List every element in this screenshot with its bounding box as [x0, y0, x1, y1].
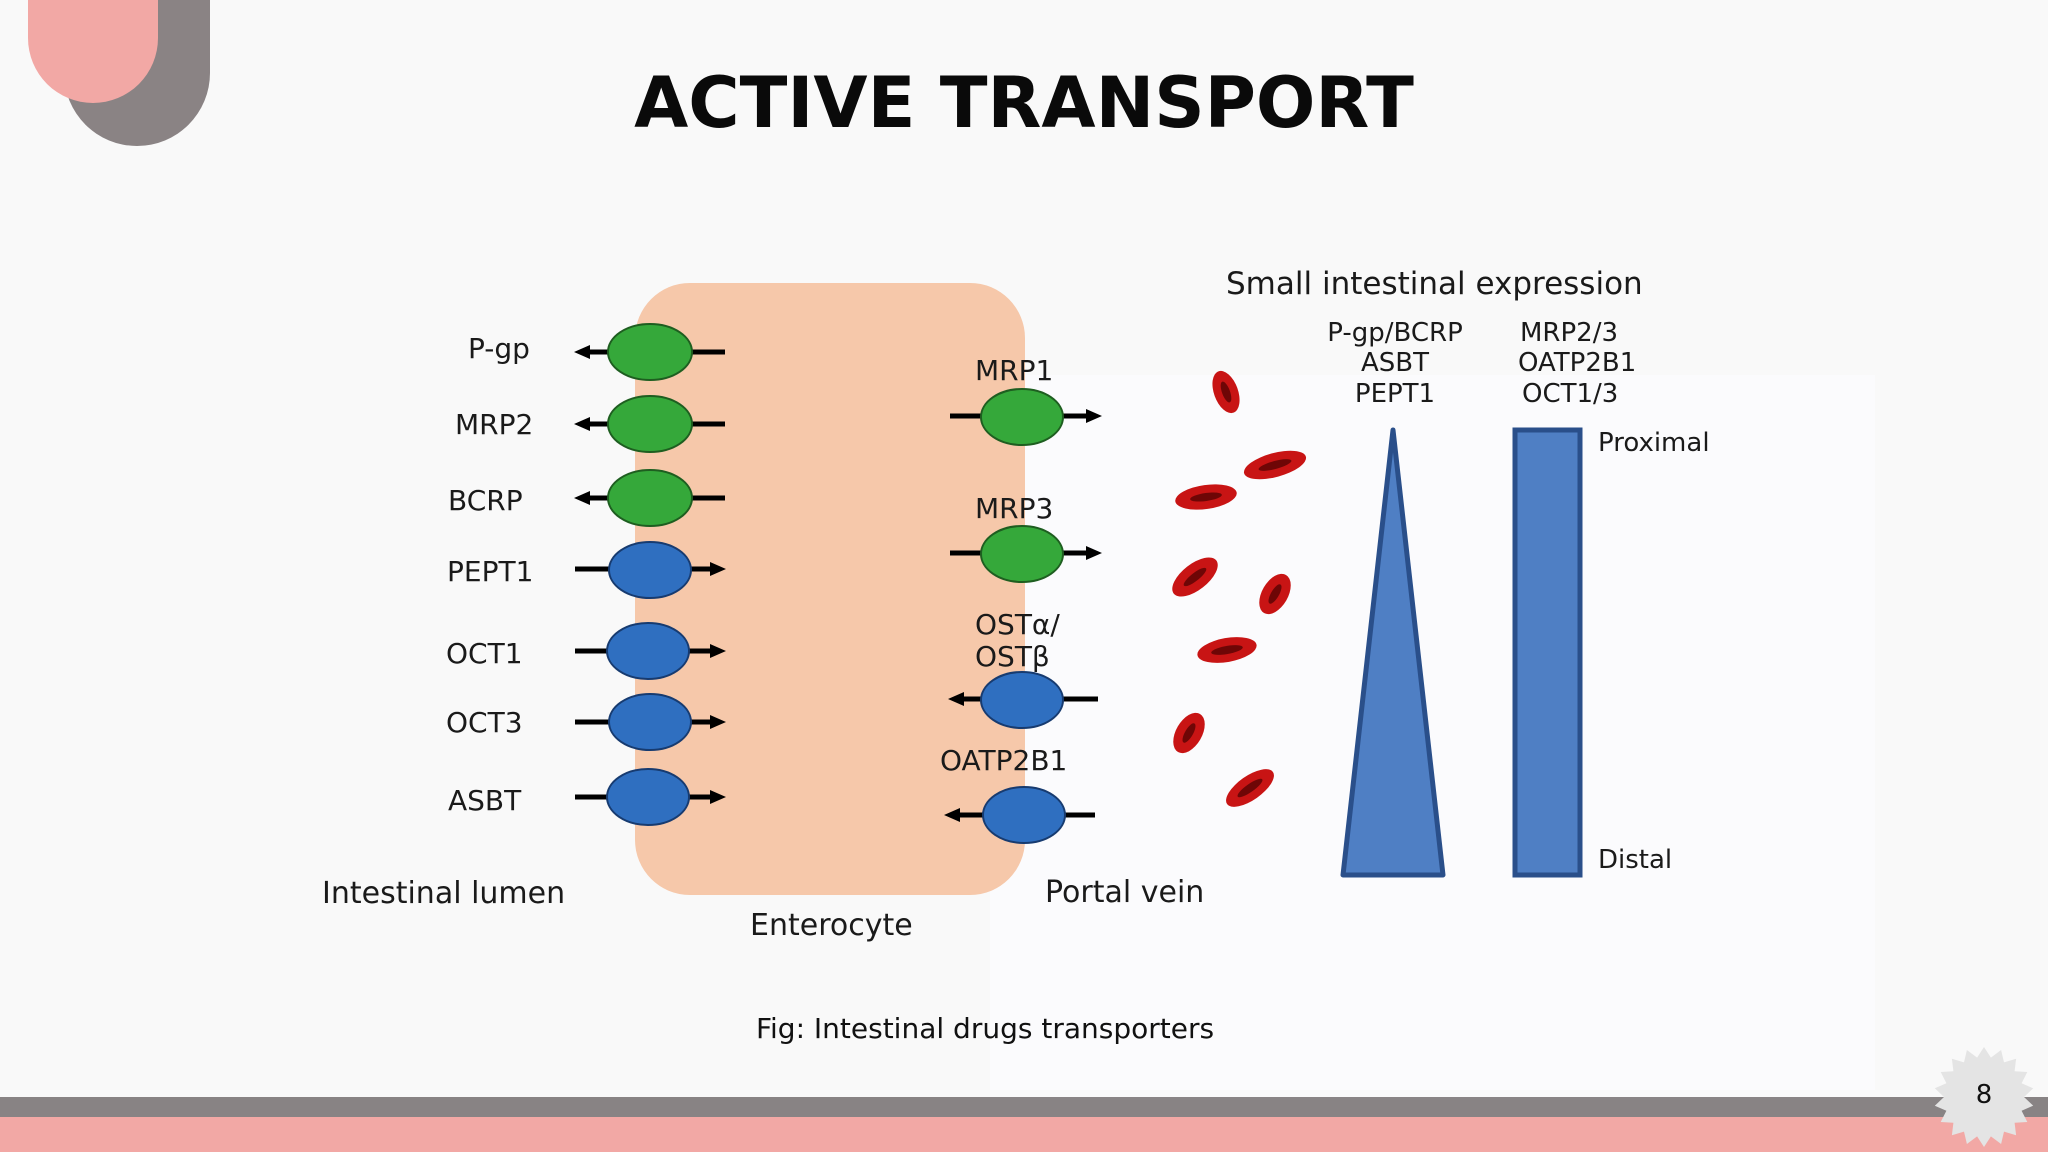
red-blood-cell — [1212, 370, 1240, 414]
transporter-label-mrp3: MRP3 — [975, 492, 1053, 525]
basolateral-transporter-ost — [948, 671, 1098, 729]
red-blood-cell — [1172, 557, 1218, 597]
slide-title: ACTIVE TRANSPORT — [634, 62, 1414, 144]
triangle-group-label-3: PEPT1 — [1355, 379, 1435, 409]
intestinal-lumen-label: Intestinal lumen — [322, 876, 565, 911]
triangle-group-label-1: P-gp/BCRP — [1327, 318, 1463, 348]
enterocyte-cell — [635, 283, 1025, 895]
apical-transporter-pgp — [574, 323, 725, 381]
transporter-label-pgp: P-gp — [468, 332, 530, 365]
red-blood-cell — [1175, 484, 1237, 510]
transporter-label-mrp1: MRP1 — [975, 354, 1053, 387]
apical-transporter-oct3 — [575, 693, 726, 751]
transporter-label-osta: OSTα/ — [975, 608, 1060, 641]
basolateral-transporter-oatp2b1 — [944, 786, 1095, 844]
distal-label: Distal — [1598, 845, 1672, 875]
red-blood-cells — [1172, 370, 1307, 807]
transporter-label-bcrp: BCRP — [448, 484, 523, 517]
apical-transporter-oct1 — [575, 622, 726, 680]
triangle-group-label-2: ASBT — [1361, 348, 1429, 378]
apical-transporter-bcrp — [574, 469, 725, 527]
portal-vein-label: Portal vein — [1045, 875, 1204, 910]
footer-pink-bar — [0, 1117, 2048, 1152]
page-number-badge — [1934, 1047, 2034, 1147]
page-number: 8 — [1975, 1080, 1993, 1110]
basolateral-transporter-mrp1 — [950, 388, 1102, 446]
red-blood-cell — [1259, 573, 1291, 615]
proximal-label: Proximal — [1598, 428, 1710, 458]
expression-title: Small intestinal expression — [1226, 266, 1643, 302]
transporter-label-mrp2: MRP2 — [455, 408, 533, 441]
transporter-label-oct1: OCT1 — [446, 637, 523, 670]
bar-group-label-1: MRP2/3 — [1520, 318, 1618, 348]
basolateral-transporter-mrp3 — [950, 525, 1102, 583]
red-blood-cell — [1173, 712, 1205, 754]
transporter-label-ostb: OSTβ — [975, 640, 1050, 673]
transporter-label-asbt: ASBT — [448, 784, 522, 817]
red-blood-cell — [1197, 637, 1257, 663]
enterocyte-label: Enterocyte — [750, 908, 913, 943]
transporter-label-oct3: OCT3 — [446, 706, 523, 739]
red-blood-cell — [1243, 450, 1307, 480]
transporter-label-oatp2b1: OATP2B1 — [940, 744, 1067, 777]
footer-grey-bar — [0, 1097, 2048, 1117]
expression-gradient-triangle — [1340, 427, 1446, 878]
transporter-label-pept1: PEPT1 — [447, 555, 533, 588]
expression-uniform-bar — [1512, 427, 1583, 878]
bar-group-label-3: OCT1/3 — [1522, 379, 1618, 409]
apical-transporter-asbt — [575, 768, 726, 826]
apical-transporter-pept1 — [575, 541, 726, 599]
apical-transporter-mrp2 — [574, 395, 725, 453]
figure-caption: Fig: Intestinal drugs transporters — [755, 1012, 1215, 1045]
red-blood-cell — [1226, 769, 1274, 807]
figure-background-panel — [990, 375, 1875, 1090]
bar-group-label-2: OATP2B1 — [1518, 348, 1636, 378]
corner-decoration-pink — [28, 0, 158, 103]
